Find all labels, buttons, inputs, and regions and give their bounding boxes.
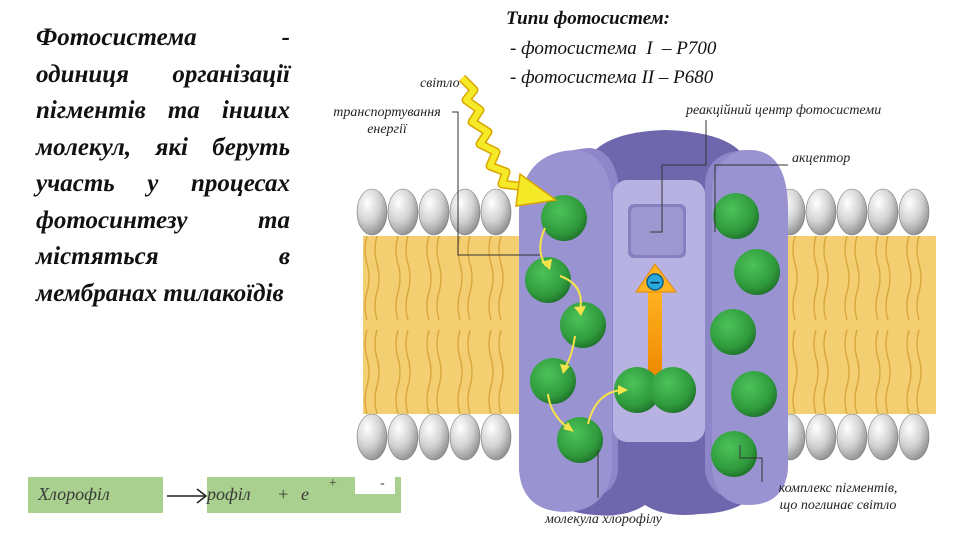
equation-left-term: Хлорофіл — [38, 484, 110, 504]
equation-right-term: рофіл — [207, 484, 251, 504]
acceptor-label: акцептор — [792, 151, 851, 166]
lipid-tail — [844, 235, 850, 321]
lipid-tail — [498, 329, 504, 415]
lipid-head-top — [836, 188, 868, 236]
reaction-center-chlorophyll — [650, 367, 696, 413]
lipid-head-top — [805, 188, 837, 236]
lipid-head-bottom — [356, 413, 388, 461]
chlorophyll-molecule — [530, 358, 576, 404]
chlorophyll-molecules — [525, 193, 780, 477]
chlorophyll-molecule — [560, 302, 606, 348]
lipid-head-bottom — [898, 413, 930, 461]
lipid-tail — [364, 329, 370, 415]
light-label: світло — [420, 76, 460, 91]
energy-transport-label-line2: енергії — [367, 122, 407, 137]
chlorophyll-molecule — [710, 309, 756, 355]
lipid-tail — [374, 329, 380, 415]
chlorophyll-molecule — [713, 193, 759, 239]
lipid-tail — [792, 329, 798, 415]
lipid-head-bottom — [805, 413, 837, 461]
chlorophyll-molecule — [711, 431, 757, 477]
lipid-tail — [364, 235, 370, 321]
lipid-tail — [792, 235, 798, 321]
electron-icon — [646, 273, 664, 291]
lipid-head-bottom — [480, 413, 512, 461]
lipid-tail — [916, 329, 922, 415]
lipid-head-top — [898, 188, 930, 236]
photosystem-type-2: - фотосистема II – Р680 — [510, 67, 714, 88]
lipid-tail — [395, 235, 401, 321]
chlorophyll-molecule — [734, 249, 780, 295]
lipid-tail — [813, 329, 819, 415]
lipid-tail — [854, 235, 860, 321]
lipid-tail — [374, 235, 380, 321]
lipid-tail — [823, 235, 829, 321]
photosystem-types-heading: Типи фотосистем: — [506, 8, 670, 29]
lipid-tail — [875, 329, 881, 415]
lipid-tail — [844, 329, 850, 415]
lipid-head-bottom — [836, 413, 868, 461]
photosystem-type-1: - фотосистема I – Р700 — [510, 38, 717, 59]
equation-left-box: Хлорофіл — [28, 477, 163, 513]
svg-text:−: − — [649, 275, 661, 291]
lipid-head-top — [449, 188, 481, 236]
equation-superscript-area — [355, 472, 395, 494]
lipid-tail — [488, 235, 494, 321]
chlorophyll-molecule — [525, 257, 571, 303]
lipid-tail — [906, 329, 912, 415]
lipid-tail — [488, 329, 494, 415]
lipid-head-bottom — [449, 413, 481, 461]
equation-electron: е — [301, 484, 309, 504]
chlorophyll-molecule — [731, 371, 777, 417]
equation-superscript-minus: - — [380, 476, 385, 491]
energy-transport-label-line1: транспортування — [333, 105, 441, 120]
lipid-head-top — [356, 188, 388, 236]
reaction-center-label: реакційний центр фотосистеми — [686, 103, 882, 118]
lipid-tail — [823, 329, 829, 415]
electron-transfer-arrow: − — [635, 263, 677, 375]
lipid-tail — [813, 235, 819, 321]
lipid-tail — [405, 329, 411, 415]
lipid-tail — [436, 329, 442, 415]
lipid-tail — [467, 329, 473, 415]
pigment-complex-label-line2: що поглинає світло — [779, 498, 897, 513]
callout-lines — [452, 111, 788, 498]
reaction-center-chlorophyll — [614, 367, 660, 413]
lipid-head-top — [418, 188, 450, 236]
lipid-head-top — [387, 188, 419, 236]
lipid-head-bottom — [387, 413, 419, 461]
definition-text: Фотосистема - одиниця організації пігмен… — [36, 24, 290, 307]
pigment-complex-label-line1: комплекс пігментів, — [778, 481, 898, 496]
lipid-heads — [356, 188, 930, 461]
lipid-tail — [916, 235, 922, 321]
lipid-tail — [405, 235, 411, 321]
lipid-tail — [436, 235, 442, 321]
lipid-tail — [426, 235, 432, 321]
chlorophyll-molecule — [541, 195, 587, 241]
energy-transport-label: транспортування енергії — [322, 104, 452, 138]
lipid-tail — [498, 235, 504, 321]
pigment-complex-label: комплекс пігментів, що поглинає світло — [758, 480, 918, 514]
chlorophyll-molecule-label: молекула хлорофілу — [545, 512, 662, 527]
lipid-head-top — [867, 188, 899, 236]
lipid-tail — [854, 329, 860, 415]
lipid-tail — [885, 329, 891, 415]
energy-transfer-arrows — [539, 227, 628, 432]
reaction-arrow-icon — [167, 488, 208, 504]
lipid-tail — [906, 235, 912, 321]
lipid-tail — [457, 329, 463, 415]
equation-superscript-plus: + — [328, 476, 338, 491]
lipid-head-top — [480, 188, 512, 236]
lipid-head-bottom — [867, 413, 899, 461]
equation-plus-sign: + — [277, 484, 290, 504]
lipid-head-bottom — [418, 413, 450, 461]
lipid-tail — [467, 235, 473, 321]
lipid-tail — [885, 235, 891, 321]
lipid-tail — [426, 329, 432, 415]
light-ray-arrow — [458, 74, 558, 207]
lipid-tail — [395, 329, 401, 415]
lipid-tail — [875, 235, 881, 321]
